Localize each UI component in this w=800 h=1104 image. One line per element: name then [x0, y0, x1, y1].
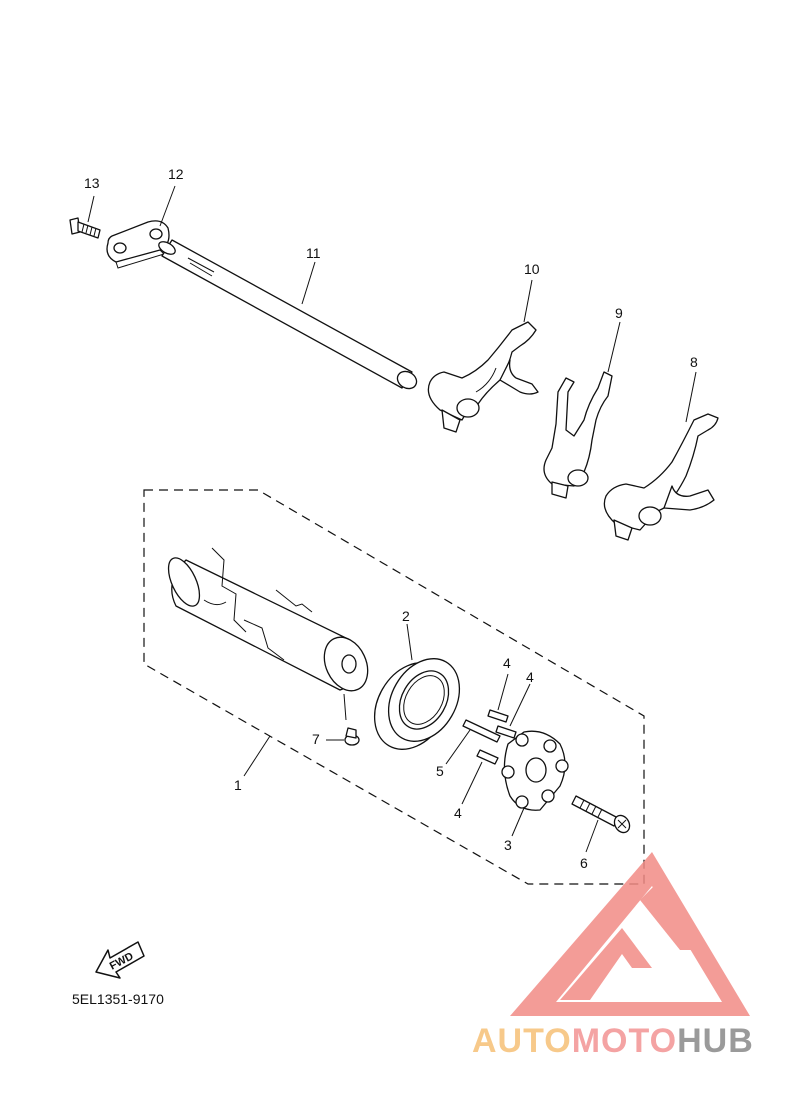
callout-9: 9: [615, 305, 623, 321]
leader-lines: [87, 185, 697, 853]
bearing-part-2: [373, 658, 461, 750]
bolt-part-6: [571, 795, 631, 834]
callout-4-top: 4: [503, 655, 511, 671]
callout-13: 13: [84, 175, 100, 191]
pin-part-4b: [495, 725, 517, 739]
assembly-boundary: [143, 489, 645, 885]
pin-part-4c: [476, 749, 499, 765]
fork-part-10: [427, 321, 539, 433]
part-code: 5EL1351-9170: [72, 991, 164, 1007]
callout-6: 6: [580, 855, 588, 871]
shift-drum: [167, 547, 369, 692]
pin-part-5: [462, 719, 501, 743]
watermark-moto: MOTO: [572, 1022, 677, 1060]
watermark-auto: AUTO: [472, 1022, 572, 1060]
fork-part-9: [543, 371, 613, 499]
pin-part-4a: [487, 709, 509, 723]
callout-3: 3: [504, 837, 512, 853]
fwd-arrow-icon: FWD: [95, 941, 145, 979]
fork-part-8: [603, 413, 719, 541]
screw-part-13: [69, 217, 101, 239]
callout-2: 2: [402, 608, 410, 624]
callout-8: 8: [690, 354, 698, 370]
segment-part-3: [501, 730, 569, 811]
callout-5: 5: [436, 763, 444, 779]
callout-12: 12: [168, 166, 184, 182]
callout-7: 7: [312, 731, 320, 747]
shaft-part-11: [158, 239, 418, 390]
callout-4-bottom: 4: [454, 805, 462, 821]
callout-10: 10: [524, 261, 540, 277]
watermark-hub: HUB: [677, 1022, 754, 1060]
callout-11: 11: [306, 245, 321, 261]
plate-part-12: [106, 220, 170, 269]
screw-part-7: [344, 727, 360, 746]
callout-1: 1: [234, 777, 242, 793]
callout-4-right: 4: [526, 669, 534, 685]
watermark-logo: [510, 852, 750, 1016]
watermark-text: AUTOMOTOHUB: [472, 1022, 754, 1060]
